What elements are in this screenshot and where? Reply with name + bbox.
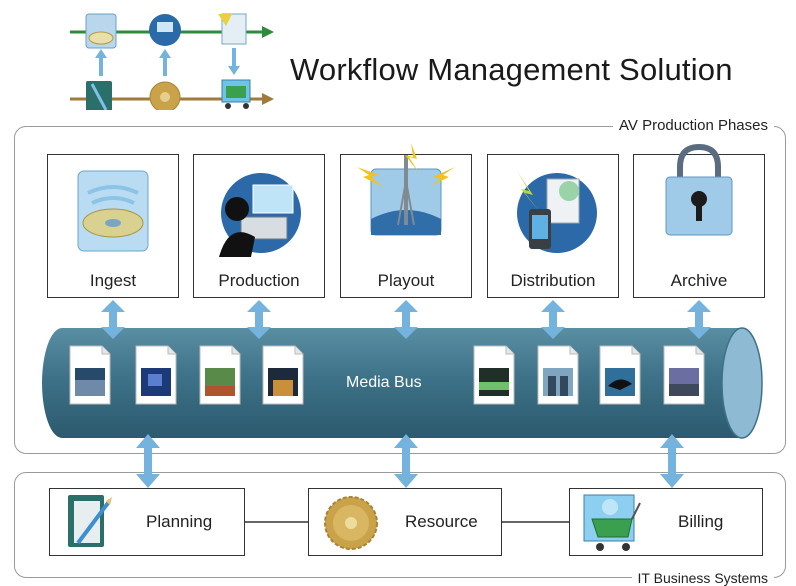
mobile-distribution-icon [517, 171, 597, 253]
phase-box-distribution[interactable]: Distribution [487, 154, 619, 298]
phase-label-playout: Playout [377, 271, 435, 290]
archive-bus-arrow [687, 300, 711, 339]
phase-box-archive[interactable]: Archive [633, 143, 765, 298]
document-icon-8 [663, 345, 705, 405]
disc-box-icon [77, 170, 149, 252]
document-icon-6 [537, 345, 579, 405]
phase-label-ingest: Ingest [89, 271, 137, 290]
it-systems-group [14, 472, 786, 578]
padlock-icon [665, 143, 733, 236]
phase-box-ingest[interactable]: Ingest [47, 154, 179, 298]
ingest-bus-arrow [101, 300, 125, 339]
resource-bus-arrow [394, 434, 418, 488]
notebook-pen-icon [68, 495, 112, 547]
av-phases-group [14, 126, 786, 454]
production-bus-arrow [247, 300, 271, 339]
system-label-resource: Resource [405, 512, 478, 531]
document-icon-7 [599, 345, 641, 405]
phase-box-playout[interactable]: Playout [340, 143, 472, 298]
system-box-planning[interactable]: Planning [49, 488, 245, 556]
document-icon-4 [262, 345, 304, 405]
bus-documents [69, 345, 705, 405]
billing-bus-arrow [660, 434, 684, 488]
phase-box-production[interactable]: Production [193, 154, 325, 298]
phase-label-production: Production [218, 271, 300, 290]
phase-label-distribution: Distribution [510, 271, 596, 290]
media-bus-label: Media Bus [346, 374, 422, 391]
it-systems-label: IT Business Systems [631, 570, 774, 586]
gear-icon [324, 496, 378, 550]
document-icon-1 [69, 345, 111, 405]
system-label-billing: Billing [678, 512, 724, 531]
document-icon-2 [135, 345, 177, 405]
system-box-billing[interactable]: Billing [569, 488, 763, 556]
document-icon-5 [473, 345, 515, 405]
system-box-resource[interactable]: Resource [308, 488, 502, 556]
av-phases-label: AV Production Phases [613, 117, 774, 134]
planning-bus-arrow [136, 434, 160, 488]
distribution-bus-arrow [541, 300, 565, 339]
editor-workstation-icon [219, 173, 301, 257]
system-label-planning: Planning [146, 512, 213, 531]
broadcast-tower-icon [357, 143, 455, 236]
document-icon-3 [199, 345, 241, 405]
playout-bus-arrow [394, 300, 418, 339]
page-title: Workflow Management Solution [290, 52, 733, 87]
workflow-logo [70, 13, 274, 110]
phase-label-archive: Archive [670, 271, 728, 290]
shopping-cart-icon [583, 494, 641, 551]
